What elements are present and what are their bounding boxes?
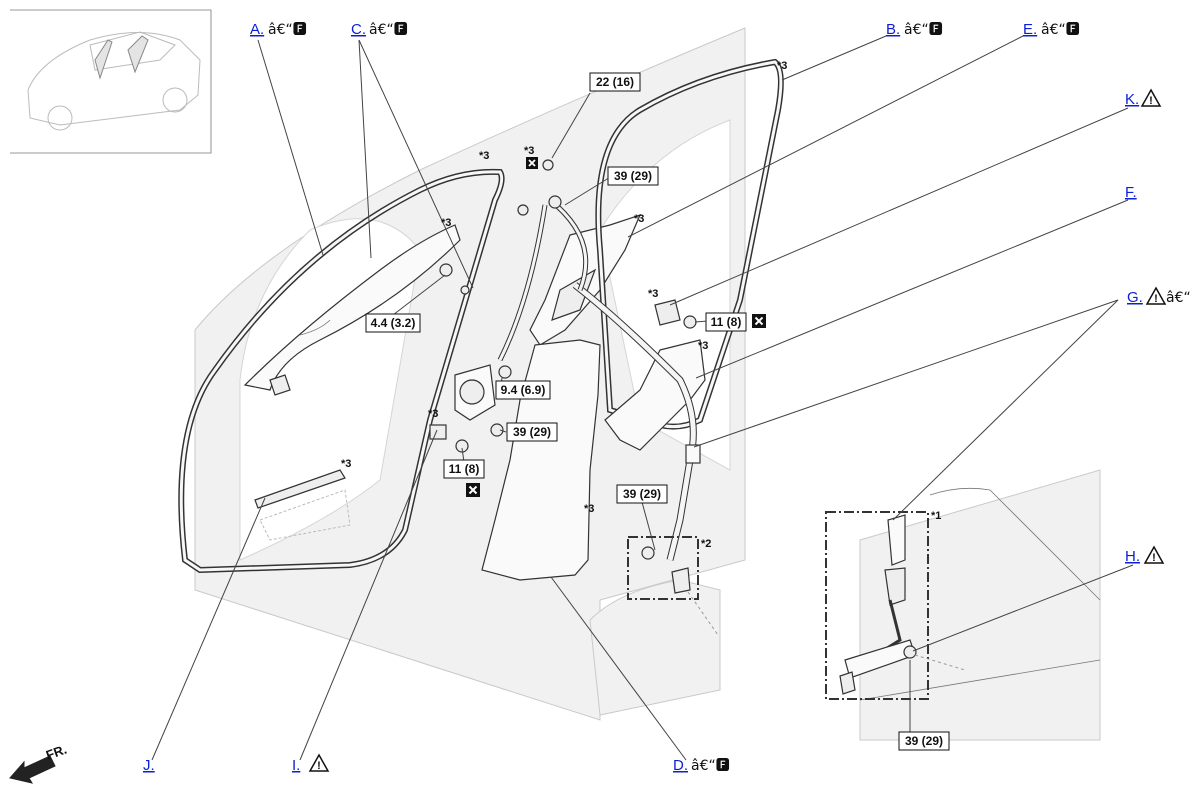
torque-callout: 39 (29) (898, 731, 950, 751)
part-label-f-link[interactable]: F. (1125, 184, 1137, 201)
part-label-k-link[interactable]: K. (1125, 91, 1139, 108)
part-label-b-link[interactable]: B. (886, 21, 900, 38)
torque-callout: 11 (8) (443, 459, 485, 479)
warning-icon: ! (1145, 286, 1167, 305)
front-direction-arrow: FR. (9, 742, 69, 784)
svg-text:!: ! (1152, 552, 1156, 564)
part-label-a-suffix: â€“🅵 (268, 22, 307, 38)
seat-belt-retractor (454, 364, 496, 421)
part-label-g[interactable]: G. ! â€“ (1127, 286, 1191, 306)
quarter-trim-panel (604, 339, 706, 451)
center-pillar-lower-garnish (481, 339, 601, 581)
torque-value: 39 (29) (905, 734, 943, 748)
torque-value: 39 (29) (623, 487, 661, 501)
buckle-detail-inset-box (825, 511, 929, 700)
torque-callout: 39 (29) (616, 484, 668, 504)
marker-note-2: *2 (701, 538, 711, 550)
torque-value: 39 (29) (513, 425, 551, 439)
torque-callout: 4.4 (3.2) (365, 313, 421, 333)
vehicle-locator-thumbnail (10, 9, 212, 154)
do-not-reuse-icon (526, 157, 538, 169)
part-label-g-link[interactable]: G. (1127, 289, 1143, 306)
warning-icon: ! (1143, 545, 1165, 564)
do-not-reuse-icon (466, 483, 480, 497)
part-label-j-link[interactable]: J. (143, 757, 155, 774)
torque-callout: 9.4 (6.9) (495, 380, 551, 400)
retractor-anchor-inset-box (627, 536, 699, 600)
part-label-i[interactable]: I. ! (292, 753, 330, 774)
part-label-h-link[interactable]: H. (1125, 548, 1140, 565)
marker-note-3: *3 (584, 503, 594, 515)
torque-callout: 39 (29) (607, 166, 659, 186)
marker-note-3: *3 (341, 458, 351, 470)
front-direction-label: FR. (44, 742, 69, 763)
warning-icon: ! (308, 753, 330, 772)
marker-note-3: *3 (479, 150, 489, 162)
torque-value: 22 (16) (596, 75, 634, 89)
part-label-e[interactable]: E. â€“🅵 (1023, 21, 1080, 38)
part-label-b-suffix: â€“🅵 (904, 22, 943, 38)
marker-note-3: *3 (634, 213, 644, 225)
marker-note-3: *3 (524, 145, 534, 157)
part-label-f[interactable]: F. (1125, 184, 1137, 201)
part-label-d[interactable]: D. â€“🅵 (673, 757, 730, 774)
torque-value: 39 (29) (614, 169, 652, 183)
torque-callout: 11 (8) (705, 312, 747, 332)
marker-note-3: *3 (698, 340, 708, 352)
part-label-d-suffix: â€“🅵 (691, 758, 730, 774)
part-label-a-link[interactable]: A. (250, 21, 264, 38)
part-label-h[interactable]: H. ! (1125, 545, 1165, 565)
svg-text:!: ! (317, 760, 321, 772)
marker-note-3: *3 (777, 60, 787, 72)
anchor-bolts (429, 159, 917, 659)
torque-callout: 39 (29) (506, 422, 558, 442)
part-label-e-suffix: â€“🅵 (1041, 22, 1080, 38)
part-label-c-link[interactable]: C. (351, 21, 366, 38)
part-label-c-suffix: â€“🅵 (369, 22, 408, 38)
do-not-reuse-icon (752, 314, 766, 328)
svg-text:!: ! (1149, 95, 1153, 107)
torque-callout: 22 (16) (589, 72, 641, 92)
part-label-d-link[interactable]: D. (673, 757, 688, 774)
front-seat-buckle (839, 514, 916, 695)
marker-note-3: *3 (441, 217, 451, 229)
torque-value: 4.4 (3.2) (371, 316, 416, 330)
part-label-i-link[interactable]: I. (292, 757, 300, 774)
torque-value: 11 (8) (711, 315, 742, 329)
torque-value: 11 (8) (449, 462, 480, 476)
part-label-c[interactable]: C. â€“🅵 (351, 21, 408, 38)
front-door-scuff-plate (254, 469, 351, 541)
front-pillar-garnish (243, 224, 461, 396)
part-label-b[interactable]: B. â€“🅵 (886, 21, 943, 38)
front-door-opening-weatherstrip (178, 168, 505, 574)
svg-text:!: ! (1154, 293, 1158, 305)
marker-note-3: *3 (428, 408, 438, 420)
part-label-j[interactable]: J. (143, 757, 155, 774)
marker-note-3: *3 (648, 288, 658, 300)
part-label-g-suffix: â€“ (1166, 290, 1191, 306)
torque-value: 9.4 (6.9) (501, 383, 546, 397)
part-label-k[interactable]: K. ! (1125, 88, 1162, 108)
leader-lines (151, 35, 1134, 761)
part-label-e-link[interactable]: E. (1023, 21, 1037, 38)
part-label-a[interactable]: A. â€“🅵 (250, 21, 307, 38)
warning-icon: ! (1140, 88, 1162, 107)
marker-note-1: *1 (931, 510, 941, 522)
